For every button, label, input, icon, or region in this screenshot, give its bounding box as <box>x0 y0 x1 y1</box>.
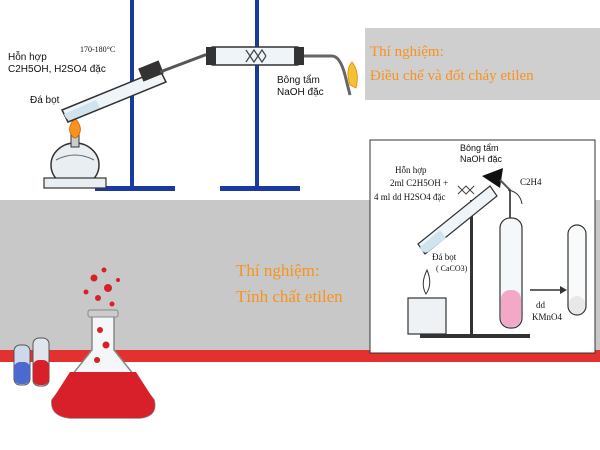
vial-2-liquid <box>33 360 49 385</box>
vial-1-liquid <box>14 362 30 384</box>
kmno4-solution <box>501 290 521 327</box>
exp1-cotton-label-1: Bông tẩm <box>277 74 320 86</box>
washing-stopper-left <box>206 47 216 65</box>
outlet-tube <box>304 54 352 96</box>
bubble <box>90 274 98 282</box>
exp2-cotton-label-1: Bông tẩm <box>460 143 499 153</box>
exp2-solution-label-1: dd <box>536 300 546 310</box>
bubble <box>104 284 112 292</box>
bubble <box>101 267 107 273</box>
bubble <box>83 289 89 295</box>
exp2-stand-rod <box>470 200 473 335</box>
burning-flame-icon <box>347 61 358 89</box>
exp2-mixture-label-2: 2ml C2H5OH + <box>390 178 448 188</box>
exp2-cotton-icon <box>457 185 475 195</box>
washing-stopper-right <box>294 47 304 65</box>
exp1-boiling-stone-label: Đá bọt <box>30 95 60 106</box>
washing-tube <box>209 46 301 66</box>
exp1-title-line-1: Thí nghiệm: <box>370 44 444 60</box>
stand-base-1 <box>95 186 175 191</box>
experiment-1-apparatus <box>43 0 358 191</box>
exp2-arrow-curve <box>507 189 523 205</box>
exp2-catalyst-label: ( CaCO3) <box>436 264 468 273</box>
tube-liquid <box>64 100 100 120</box>
exp1-mixture-label-2: C2H5OH, H2SO4 đặc <box>8 64 106 75</box>
result-test-tube <box>567 224 587 316</box>
bubble <box>102 341 110 349</box>
exp2-lamp <box>407 297 447 335</box>
naoh-cotton-icon <box>245 48 267 64</box>
flask-liquid <box>51 372 155 418</box>
exp2-mixture-label-1: Hỗn hợp <box>395 165 427 175</box>
flame-icon <box>69 117 81 139</box>
bubble <box>116 278 120 282</box>
bubble <box>97 327 103 333</box>
exp2-stopper <box>482 168 503 188</box>
exp2-flame-icon <box>422 268 431 295</box>
exp1-cotton-label-2: NaOH đặc <box>277 87 324 98</box>
experiment-2-panel <box>369 139 596 354</box>
exp2-tube-liquid <box>420 230 446 253</box>
lamp-liquid <box>55 154 95 161</box>
stand-base-2 <box>220 186 300 191</box>
lamp-base <box>43 177 107 189</box>
flask-rim <box>87 309 119 318</box>
exp2-product-label: C2H4 <box>520 177 542 187</box>
exp2-stand-base <box>420 334 530 338</box>
exp1-temperature-label: 170-180°C <box>80 45 115 54</box>
bubble <box>109 301 115 307</box>
bubble <box>94 357 100 363</box>
title-panel-1 <box>365 28 600 100</box>
exp2-cotton-label-2: NaOH đặc <box>460 154 503 164</box>
result-solution <box>569 296 585 314</box>
exp2-title-line-1: Thí nghiệm: <box>236 261 320 280</box>
exp2-boiling-stone-label: Đá bọt <box>432 252 457 262</box>
tube-stopper <box>138 60 164 82</box>
exp1-title-line-2: Điều chế và đốt cháy etilen <box>370 68 534 84</box>
exp2-mixture-label-3: 4 ml dd H2SO4 đặc <box>374 192 446 202</box>
result-arrow-head <box>560 286 567 294</box>
exp2-solution-label-2: KMnO4 <box>532 312 563 322</box>
bubble <box>95 295 101 301</box>
exp1-mixture-label-1: Hỗn hợp <box>8 50 47 63</box>
decorative-flask-illustration <box>13 267 156 419</box>
stand-rod-2 <box>255 0 259 188</box>
exp2-title-line-2: Tính chất etilen <box>236 287 343 306</box>
